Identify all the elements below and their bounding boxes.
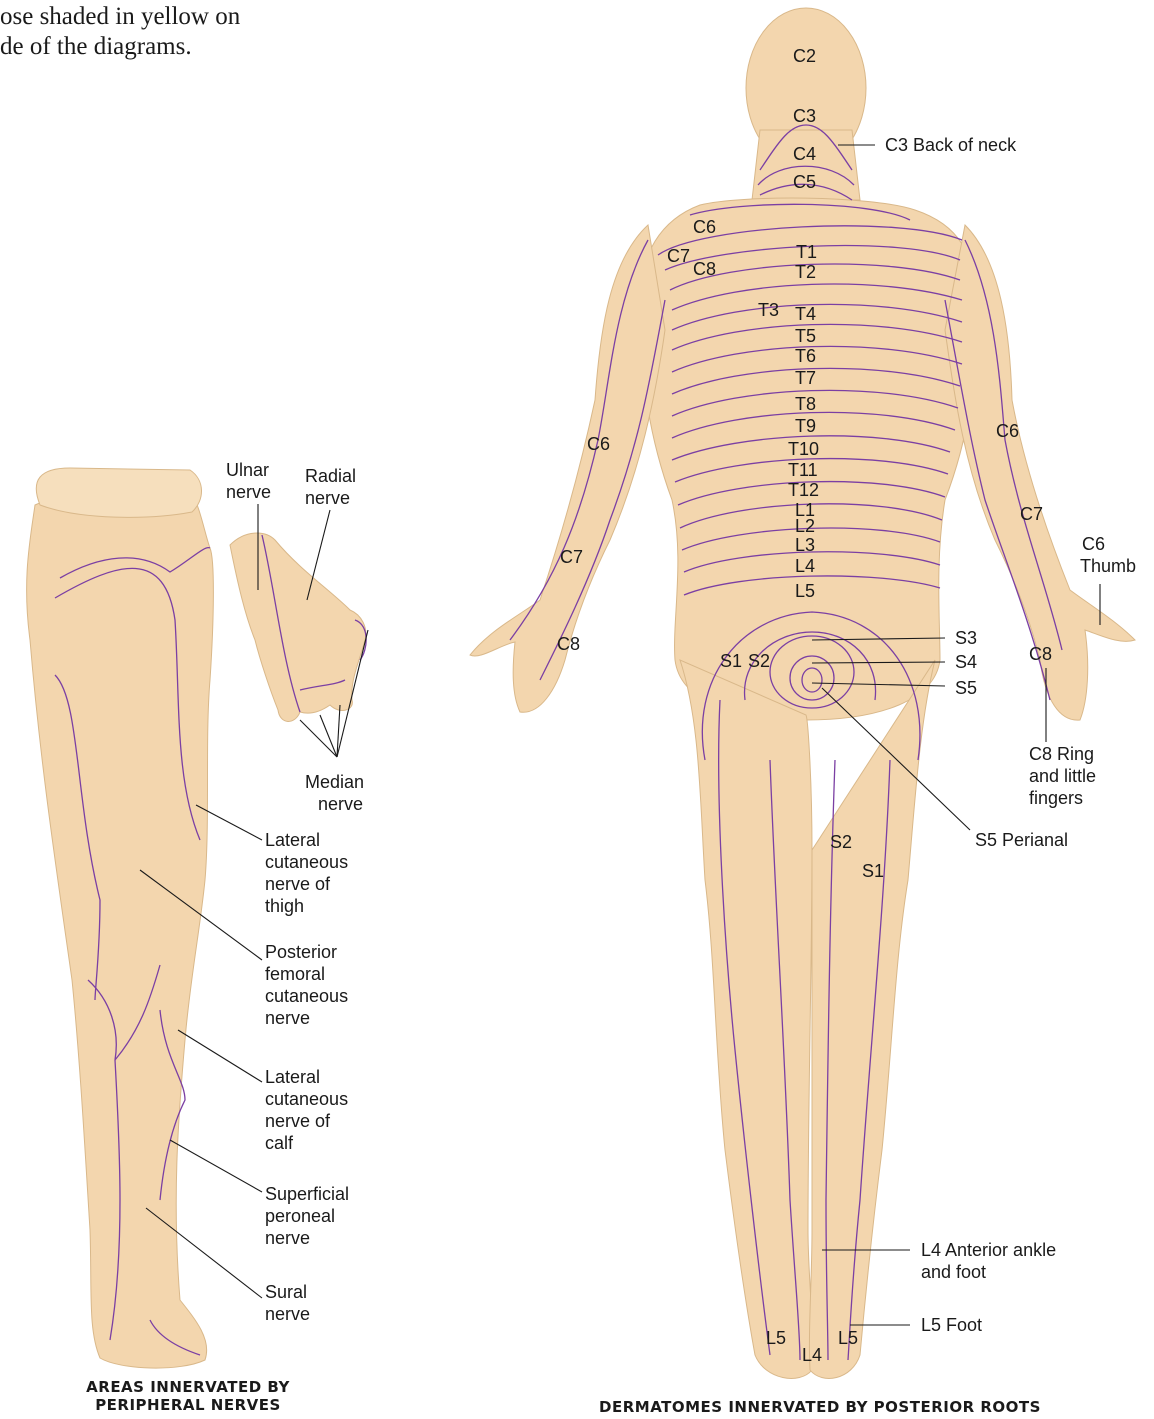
seg-s1-leg: S1 xyxy=(862,861,884,881)
seg-t12: T12 xyxy=(788,480,819,500)
seg-t11: T11 xyxy=(788,460,818,480)
label-median-nerve: Mediannerve xyxy=(305,772,364,814)
seg-t8: T8 xyxy=(795,394,816,414)
left-leg xyxy=(680,660,813,1378)
seg-s3: S3 xyxy=(955,628,977,648)
seg-t5: T5 xyxy=(795,326,816,346)
seg-l5: L5 xyxy=(795,581,815,601)
seg-l5-right-foot: L5 xyxy=(838,1328,858,1348)
seg-l4: L4 xyxy=(795,556,815,576)
seg-t6: T6 xyxy=(795,346,816,366)
seg-t7: T7 xyxy=(795,368,816,388)
seg-s2-leg: S2 xyxy=(830,832,852,852)
seg-t2: T2 xyxy=(795,262,816,282)
left-caption-line-2: PERIPHERAL NERVES xyxy=(48,1396,328,1414)
seg-l4-foot: L4 xyxy=(802,1345,822,1365)
seg-t4: T4 xyxy=(795,304,816,324)
seg-c3: C3 xyxy=(793,106,816,126)
hand-body xyxy=(230,533,366,721)
seg-c8-left-arm: C8 xyxy=(557,634,580,654)
seg-c6-back: C6 xyxy=(693,217,716,237)
callout-foot: L5 Foot xyxy=(921,1315,982,1335)
seg-c6-right-arm: C6 xyxy=(996,421,1019,441)
seg-c4: C4 xyxy=(793,144,816,164)
seg-t1: T1 xyxy=(796,242,817,262)
seg-t3: T3 xyxy=(758,300,779,320)
callout-back-of-neck: C3 Back of neck xyxy=(885,135,1017,155)
right-caption: DERMATOMES INNERVATED BY POSTERIOR ROOTS xyxy=(570,1398,1070,1416)
seg-s1-left: S1 xyxy=(720,651,742,671)
callout-anterior-ankle: L4 Anterior ankleand foot xyxy=(921,1240,1056,1282)
seg-c8-back: C8 xyxy=(693,259,716,279)
seg-t10: T10 xyxy=(788,439,819,459)
seg-t9: T9 xyxy=(795,416,816,436)
left-caption-line-1: AREAS INNERVATED BY xyxy=(48,1378,328,1396)
seg-l2: L2 xyxy=(795,516,815,536)
seg-c2: C2 xyxy=(793,46,816,66)
leg-illustration xyxy=(27,468,214,1368)
seg-c6-left-arm: C6 xyxy=(587,434,610,454)
body-illustration xyxy=(470,8,1135,1378)
hand-illustration xyxy=(230,533,366,721)
seg-c7-right-arm: C7 xyxy=(1020,504,1043,524)
left-caption: AREAS INNERVATED BY PERIPHERAL NERVES xyxy=(48,1378,328,1414)
seg-s5: S5 xyxy=(955,678,977,698)
callout-perianal: S5 Perianal xyxy=(975,830,1068,850)
seg-s2-left: S2 xyxy=(748,651,770,671)
seg-l3: L3 xyxy=(795,535,815,555)
seg-c8-right-hand: C8 xyxy=(1029,644,1052,664)
seg-c7-back: C7 xyxy=(667,246,690,266)
seg-c7-left-arm: C7 xyxy=(560,547,583,567)
seg-l5-left-foot: L5 xyxy=(766,1328,786,1348)
seg-c5: C5 xyxy=(793,172,816,192)
buttock-top xyxy=(36,468,201,517)
seg-s4: S4 xyxy=(955,652,977,672)
